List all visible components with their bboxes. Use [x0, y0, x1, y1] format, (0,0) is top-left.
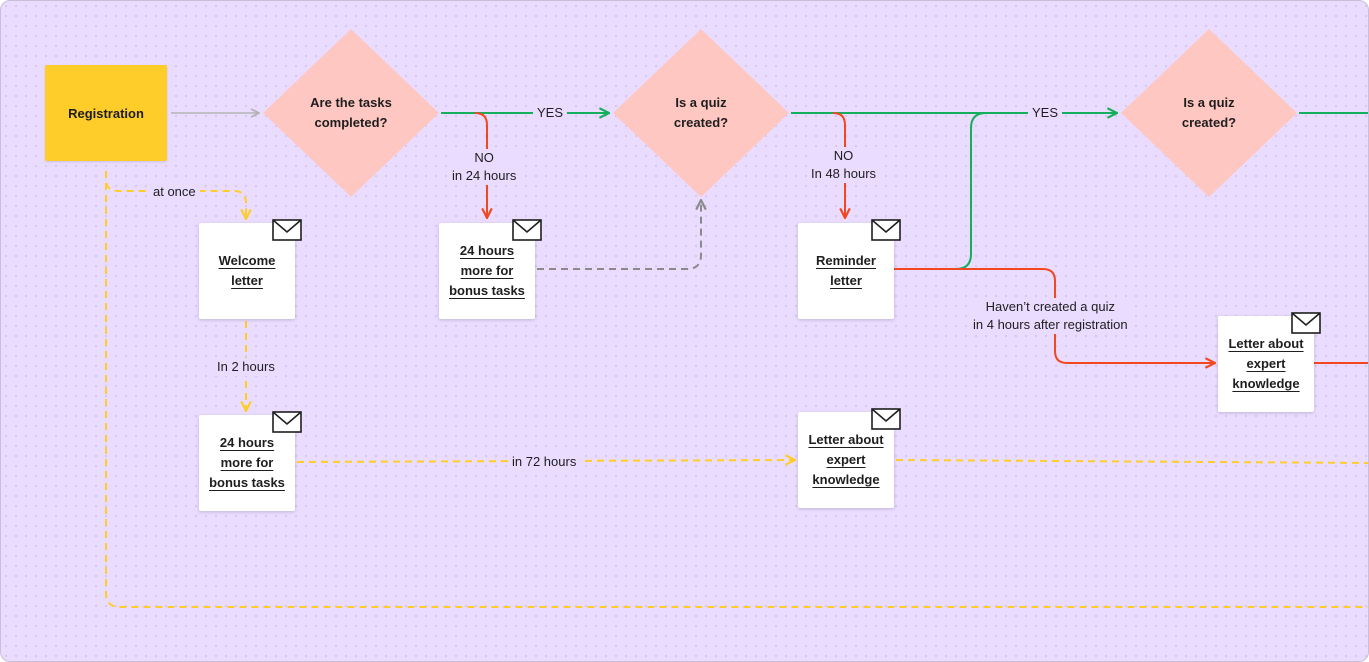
envelope-icon	[512, 219, 542, 241]
decision-quiz-2-label: Is a quiz created?	[1181, 95, 1237, 130]
label-in-72-hours-text: in 72 hours	[512, 454, 577, 469]
bonus-tasks-letter-bottom-label: 24 hours more for bonus tasks	[209, 435, 285, 490]
registration-node[interactable]: Registration	[45, 65, 167, 161]
expert-letter-bottom-card[interactable]: Letter about expert knowledge	[798, 408, 901, 508]
diamond-shape	[263, 29, 439, 197]
bonus-tasks-letter-bottom-card[interactable]: 24 hours more for bonus tasks	[199, 411, 302, 511]
label-no-24-hours: NO in 24 hours	[448, 149, 521, 185]
reminder-letter-label: Reminder letter	[816, 253, 876, 288]
label-at-once-text: at once	[153, 184, 196, 199]
label-no-24-line-1: NO	[474, 150, 494, 165]
label-in-72-hours: in 72 hours	[508, 453, 581, 471]
label-no-48-hours: NO In 48 hours	[807, 147, 881, 183]
reminder-letter-card[interactable]: Reminder letter	[798, 219, 901, 319]
label-no-24-line-2: in 24 hours	[452, 168, 517, 183]
decision-tasks-completed[interactable]: Are the tasks completed?	[263, 29, 439, 197]
decision-quiz-1-label: Is a quiz created?	[673, 95, 729, 130]
bonus-tasks-letter-top-card[interactable]: 24 hours more for bonus tasks	[439, 219, 542, 319]
label-no-quiz-line-2: in 4 hours after registration	[973, 317, 1128, 332]
label-at-once: at once	[149, 183, 200, 201]
envelope-icon	[1291, 312, 1321, 334]
label-yes-2: YES	[1028, 104, 1063, 122]
label-no-48-line-1: NO	[833, 148, 854, 163]
welcome-letter-label: Welcome letter	[218, 253, 276, 288]
label-yes-2-text: YES	[1032, 105, 1059, 120]
connector-no-48h	[832, 112, 845, 218]
connector-bonus-back-to-quiz	[537, 200, 701, 270]
connector-reminder-to-yes	[894, 112, 987, 270]
envelope-icon	[871, 219, 901, 241]
label-no-48-line-2: In 48 hours	[811, 166, 877, 181]
expert-letter-right-card[interactable]: Letter about expert knowledge	[1218, 312, 1321, 412]
bonus-tasks-letter-top-label: 24 hours more for bonus tasks	[449, 243, 525, 298]
label-yes-1: YES	[533, 104, 568, 122]
envelope-icon	[272, 219, 302, 241]
label-yes-1-text: YES	[537, 105, 564, 120]
connector-no-24h	[474, 112, 487, 218]
connector-registration-long-wait	[105, 171, 1368, 608]
decision-quiz-created-2[interactable]: Is a quiz created?	[1121, 29, 1297, 197]
label-in-2-hours: In 2 hours	[213, 358, 279, 376]
expert-letter-right-label: Letter about expert knowledge	[1228, 336, 1304, 391]
registration-label: Registration	[68, 105, 144, 121]
label-no-quiz-line-1: Haven’t created a quiz	[985, 299, 1115, 314]
label-no-quiz-4-hours: Haven’t created a quiz in 4 hours after …	[969, 298, 1132, 334]
decision-tasks-label: Are the tasks completed?	[310, 95, 392, 130]
diamond-shape	[1121, 29, 1297, 197]
welcome-letter-card[interactable]: Welcome letter	[199, 219, 302, 319]
envelope-icon	[272, 411, 302, 433]
expert-letter-bottom-label: Letter about expert knowledge	[808, 432, 884, 487]
envelope-icon	[871, 408, 901, 430]
label-in-2-hours-text: In 2 hours	[217, 359, 275, 374]
diamond-shape	[613, 29, 789, 197]
decision-quiz-created-1[interactable]: Is a quiz created?	[613, 29, 789, 197]
connector-expert-bottom-exit	[895, 459, 1368, 464]
